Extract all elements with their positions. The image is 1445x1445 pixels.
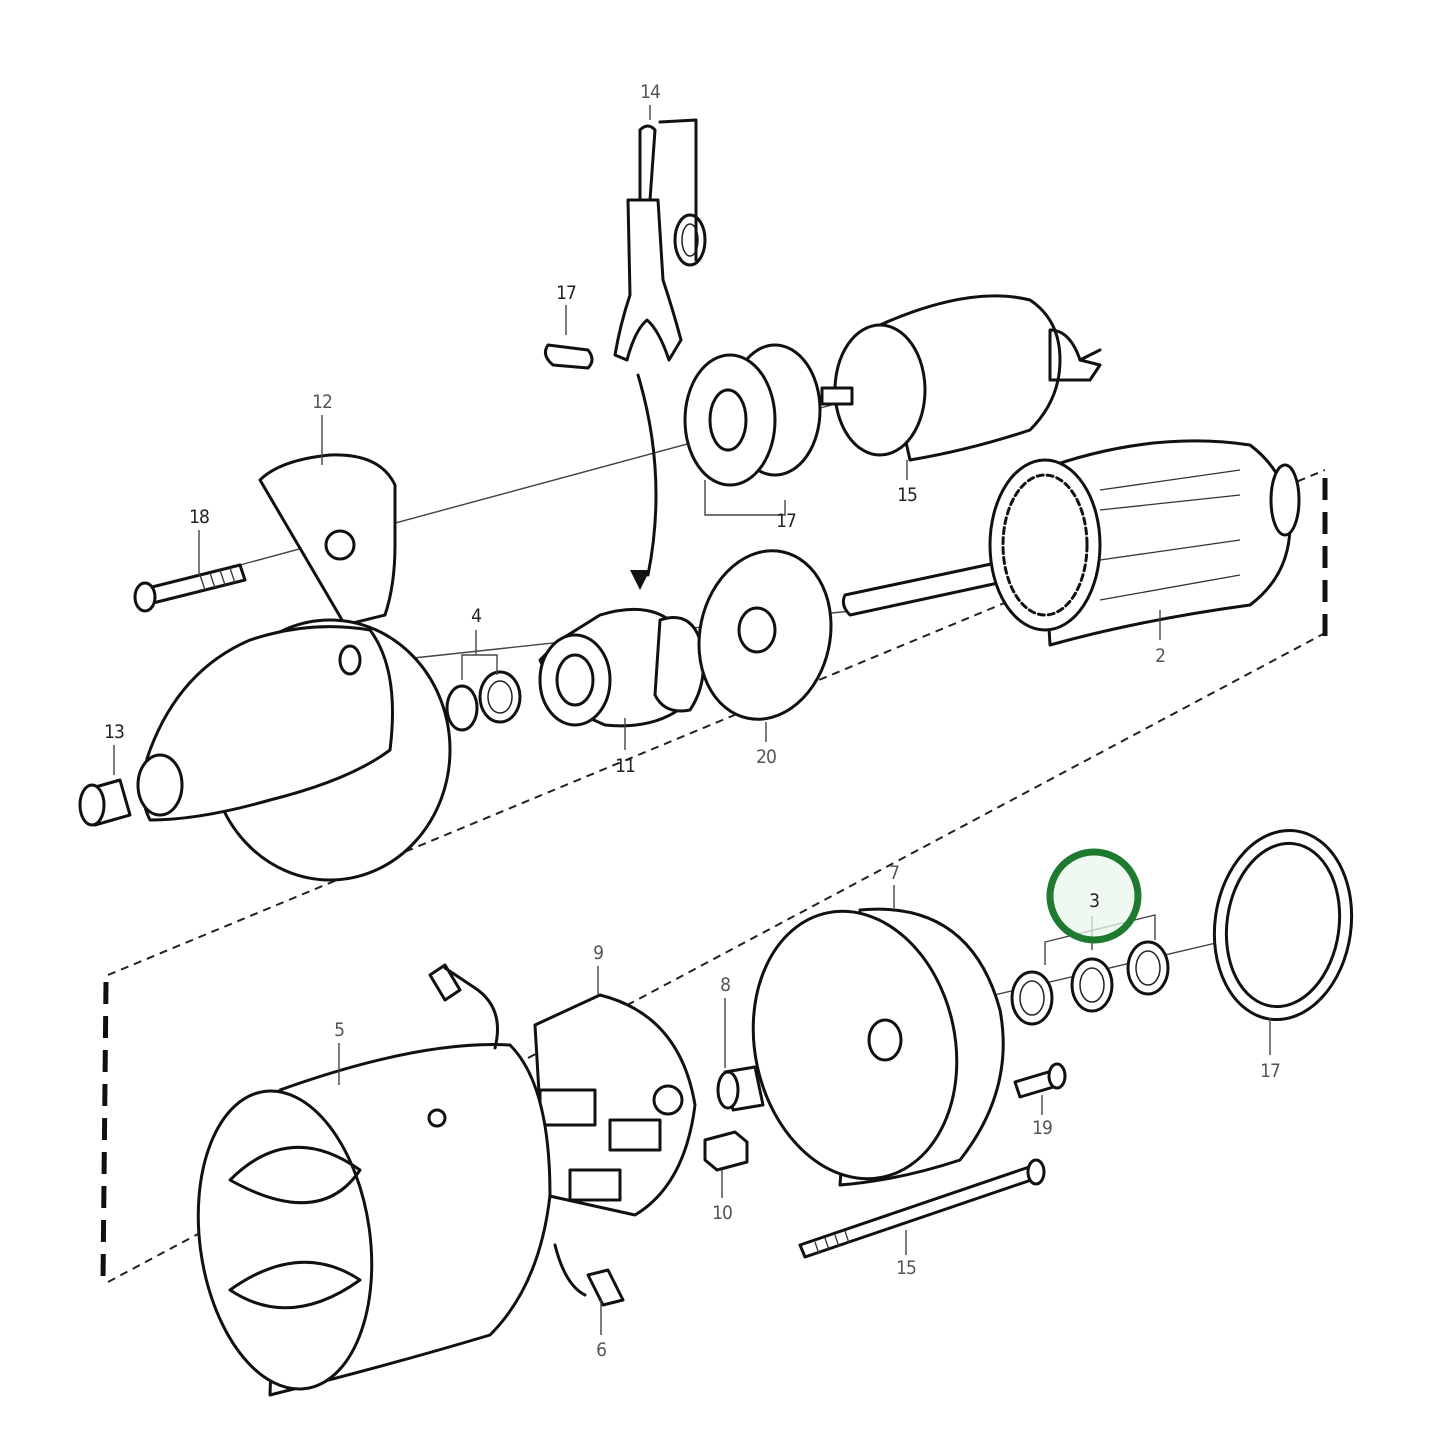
part-15-solenoid xyxy=(820,294,1102,480)
part-20-plate xyxy=(697,549,833,742)
label-part-9: 9 xyxy=(593,942,604,964)
label-part-2: 2 xyxy=(1155,645,1166,667)
part-2-armature xyxy=(841,439,1301,647)
part-4-stop-rings xyxy=(445,630,522,732)
assembly-arrow xyxy=(630,373,658,590)
label-part-10: 10 xyxy=(712,1202,733,1224)
part-17-cover-ring xyxy=(1212,828,1354,1055)
part-10-brush xyxy=(703,1130,749,1198)
label-part-11: 11 xyxy=(615,755,636,777)
label-part-4: 4 xyxy=(471,605,482,627)
label-part-17-cover-ring: 17 xyxy=(1260,1060,1281,1082)
label-part-15-solenoid: 15 xyxy=(897,484,918,506)
part-6-terminal xyxy=(553,1243,625,1335)
part-17-plates xyxy=(683,343,822,516)
label-part-14: 14 xyxy=(640,81,661,103)
part-12-drive-end-housing xyxy=(136,415,452,882)
part-7-end-cover xyxy=(751,885,1005,1187)
part-5-field-housing xyxy=(196,963,552,1397)
part-8-bushing xyxy=(716,998,765,1112)
part-17-pin xyxy=(543,305,594,370)
label-part-7: 7 xyxy=(889,862,900,884)
label-part-17-plates: 17 xyxy=(776,510,797,532)
part-3-washers xyxy=(1010,914,1170,1026)
label-part-5: 5 xyxy=(334,1019,345,1041)
label-part-17-pin: 17 xyxy=(556,282,577,304)
part-15-through-bolt xyxy=(798,1158,1046,1259)
label-part-19: 19 xyxy=(1032,1117,1053,1139)
part-14-engagement-lever xyxy=(613,105,707,362)
label-part-12: 12 xyxy=(312,391,333,413)
label-part-6: 6 xyxy=(596,1339,607,1361)
part-18-bolt xyxy=(133,530,247,613)
label-part-3: 3 xyxy=(1089,890,1100,912)
part-13-bushing xyxy=(78,745,132,827)
part-19-screw xyxy=(1013,1062,1067,1115)
highlight-circle-part-3 xyxy=(1046,848,1142,944)
label-part-13: 13 xyxy=(104,721,125,743)
label-part-18: 18 xyxy=(189,506,210,528)
label-part-15-bolt: 15 xyxy=(896,1257,917,1279)
label-part-8: 8 xyxy=(720,974,731,996)
label-part-20: 20 xyxy=(756,746,777,768)
part-9-brush-holder xyxy=(533,966,697,1217)
part-11-drive-pinion xyxy=(538,607,705,750)
